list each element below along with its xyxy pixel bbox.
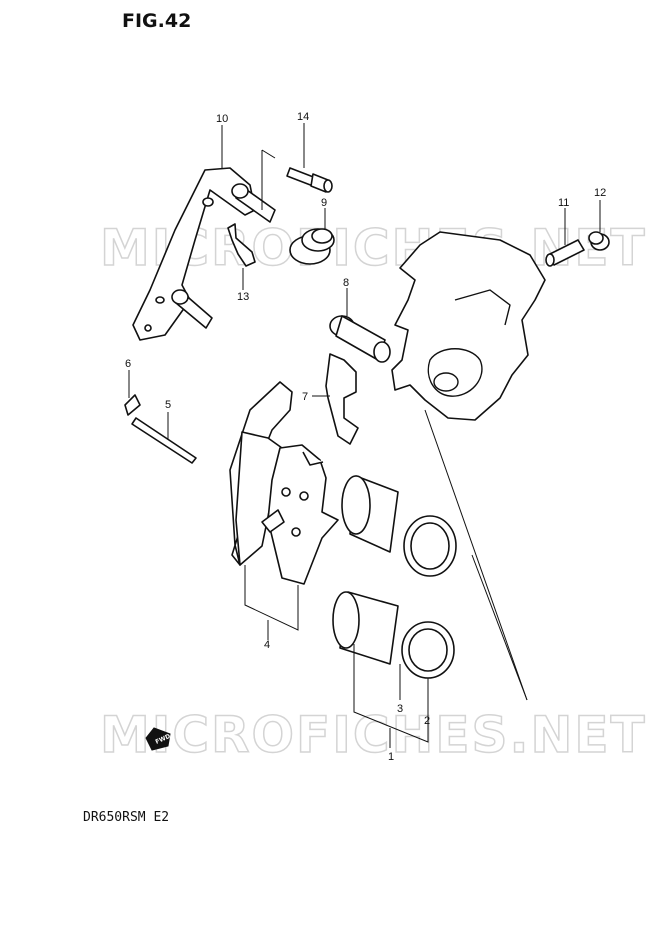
piston-seal-lower [332, 591, 455, 679]
caliper-body [391, 231, 546, 421]
callout-1: 1 [388, 751, 394, 763]
bleeder-cap [588, 231, 610, 251]
bolt-boot [289, 228, 335, 265]
bleeder-valve [545, 239, 585, 267]
callout-8: 8 [343, 277, 349, 289]
watermark-bottom: MICROFICHES.NET [100, 706, 647, 764]
callout-6: 6 [125, 358, 131, 370]
callout-9: 9 [321, 197, 327, 209]
fwd-arrow-icon: FWD [145, 727, 172, 751]
pad-pin-clip [124, 394, 141, 416]
model-code: DR650RSM E2 [83, 810, 170, 825]
pad-mounting-pin [131, 417, 197, 464]
callout-2: 2 [424, 715, 430, 727]
callout-7: 7 [302, 391, 308, 403]
callout-12: 12 [594, 187, 606, 199]
brake-pad-set [229, 381, 339, 585]
pad-spring-clip [227, 223, 256, 267]
figure-title: FIG.42 [122, 10, 192, 32]
callout-13: 13 [237, 291, 249, 303]
caliper-bracket [132, 167, 276, 341]
pin-boot [329, 315, 391, 363]
callout-10: 10 [216, 113, 228, 125]
callout-14: 14 [297, 111, 309, 123]
mounting-bolt [286, 167, 333, 193]
callout-3: 3 [397, 703, 403, 715]
piston-seal-upper [341, 475, 457, 577]
callout-5: 5 [165, 399, 171, 411]
callout-4: 4 [264, 639, 270, 651]
callout-11: 11 [558, 197, 569, 209]
pad-retainer-plate [325, 353, 359, 445]
